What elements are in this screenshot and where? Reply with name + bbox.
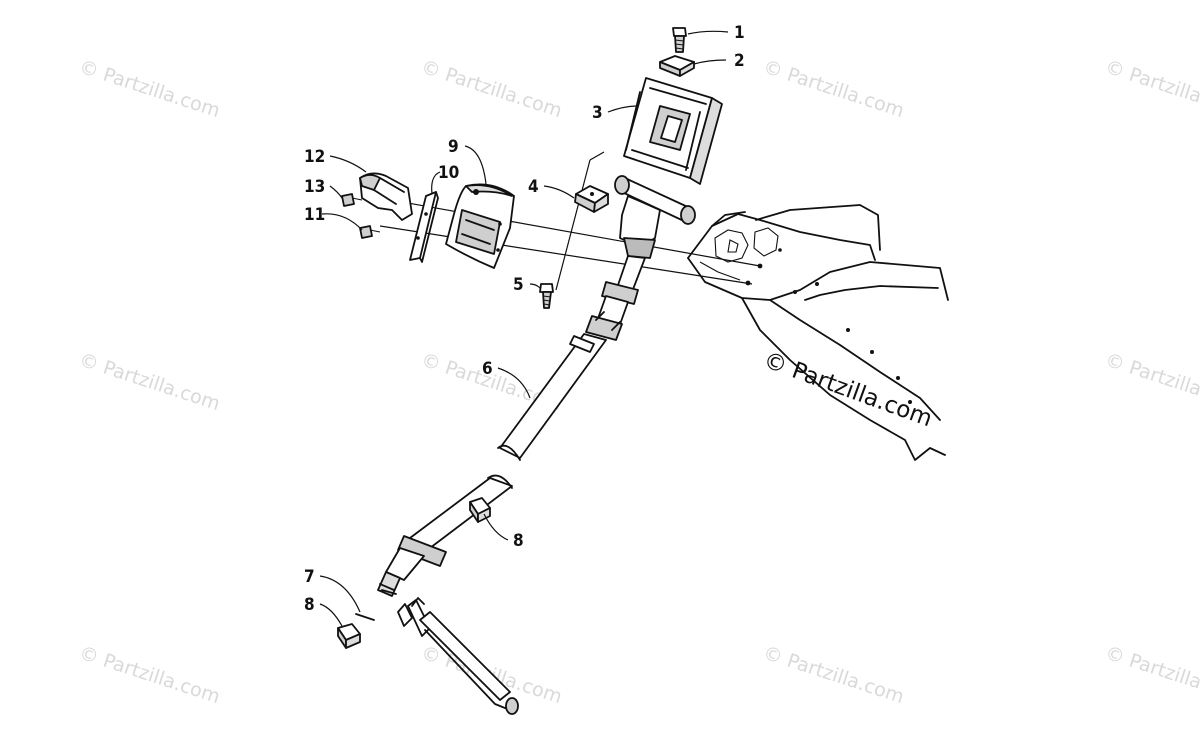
callout-2: 2 [734, 51, 745, 71]
alignment-lines [379, 151, 761, 291]
callout-13: 13 [304, 177, 325, 197]
watermark-tile: © Partzilla.com [76, 349, 222, 415]
bolt-part-11 [359, 225, 381, 239]
callout-5: 5 [513, 275, 524, 295]
watermark-tile: © Partzilla.com [760, 642, 906, 708]
callout-6: 6 [482, 359, 493, 379]
watermark-tile: © Partzilla.com [76, 642, 222, 708]
callout-12: 12 [304, 147, 325, 167]
block-part-2 [659, 55, 695, 77]
frame-section [687, 204, 949, 461]
lever-part-12 [359, 172, 413, 221]
callout-8-upper: 8 [513, 531, 524, 551]
main-watermark: © Partzilla.com [760, 347, 936, 432]
callout-labels: 1 2 3 4 5 6 7 8 8 9 10 11 12 13 [304, 23, 745, 615]
steering-post [585, 175, 696, 341]
callout-7: 7 [304, 567, 315, 587]
cover-part-3 [623, 77, 723, 185]
bolt-part-5 [539, 283, 554, 309]
watermark-tile: © Partzilla.com [1102, 56, 1200, 122]
washer-part-7 [355, 613, 375, 621]
clamp-part-4 [574, 185, 609, 213]
pitman-arm [397, 597, 519, 715]
leader-lines [319, 30, 729, 627]
screw-part-1 [672, 27, 687, 53]
nut-part-8-upper [469, 497, 491, 523]
watermark-tile: © Partzilla.com [1102, 642, 1200, 708]
callout-3: 3 [592, 103, 603, 123]
callout-9: 9 [448, 137, 459, 157]
watermark-tile: © Partzilla.com [760, 56, 906, 122]
callout-8-lower: 8 [304, 595, 315, 615]
nut-part-8-lower [337, 623, 361, 649]
bolt-part-13 [341, 193, 363, 207]
plate-part-10 [409, 191, 439, 263]
watermark-tile: © Partzilla.com [76, 56, 222, 122]
watermark-tile: © Partzilla.com [418, 56, 564, 122]
callout-1: 1 [734, 23, 745, 43]
callout-11: 11 [304, 205, 325, 225]
steering-shaft [377, 333, 607, 597]
callout-4: 4 [528, 177, 539, 197]
watermark-tile: © Partzilla.com [1102, 349, 1200, 415]
housing-part-9 [445, 183, 515, 269]
callout-10: 10 [438, 163, 459, 183]
